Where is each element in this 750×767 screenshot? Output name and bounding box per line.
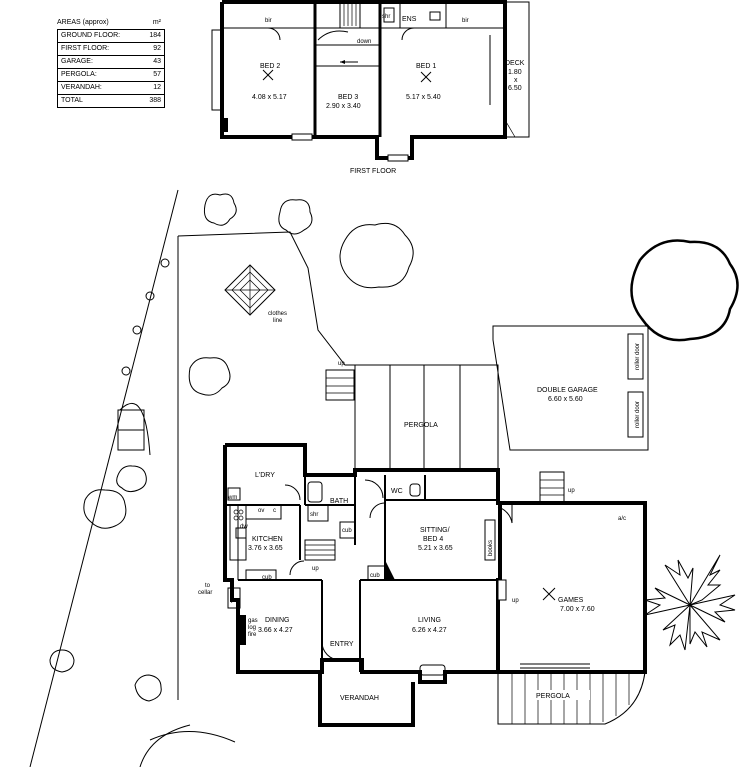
ens-label: ENS: [402, 16, 417, 23]
bed2-size: 4.08 x 5.17: [252, 94, 287, 101]
up-stairs-label: up: [312, 566, 319, 572]
shr-ground-label: shr: [310, 512, 318, 518]
to-label: to: [205, 583, 211, 589]
clothes-line-label-2: line: [273, 318, 283, 324]
deck-name: DECK: [505, 60, 525, 67]
areas-total-row: TOTAL 388: [57, 95, 165, 108]
games-size: 7.00 x 7.60: [560, 606, 595, 613]
cub-bath-label: cub: [342, 528, 352, 534]
first-floor-plan: bir shr ENS bir down BED 2 4.08 x 5.17 B…: [211, 0, 530, 175]
entry-label: ENTRY: [330, 641, 354, 648]
games-name: GAMES: [558, 597, 584, 604]
bir-left-label: bir: [265, 18, 272, 24]
deck-dim1: 1.80: [508, 69, 522, 76]
sitting-name: SITTING/: [420, 527, 450, 534]
bed3-size: 2.90 x 3.40: [326, 103, 361, 110]
area-label: PERGOLA:: [61, 71, 97, 78]
verandah-label: VERANDAH: [340, 695, 379, 702]
area-value: 43: [153, 58, 161, 65]
site-boundary: clothes line: [29, 189, 355, 767]
area-label: GROUND FLOOR:: [61, 32, 121, 39]
books-label: books: [488, 540, 494, 556]
fire-label: fire: [248, 632, 257, 638]
area-total-value: 388: [149, 97, 161, 104]
wc-label: WC: [391, 488, 403, 495]
cub-sitting-label: cub: [370, 573, 380, 579]
living-size: 6.26 x 4.27: [412, 627, 447, 634]
area-value: 92: [153, 45, 161, 52]
roller-door-2: roller door: [635, 401, 641, 428]
dining-name: DINING: [265, 617, 290, 624]
area-value: 184: [149, 32, 161, 39]
areas-row: GROUND FLOOR: 184: [58, 30, 164, 43]
areas-header: AREAS (approx) m²: [57, 17, 165, 29]
areas-row: GARAGE: 43: [58, 56, 164, 69]
log-label: log: [248, 625, 256, 631]
bed1-name: BED 1: [416, 63, 436, 70]
up-games-label: up: [512, 598, 519, 604]
gas-label: gas: [248, 618, 258, 624]
dining-size: 3.66 x 4.27: [258, 627, 293, 634]
garage-name: DOUBLE GARAGE: [537, 387, 598, 394]
areas-rows: GROUND FLOOR: 184 FIRST FLOOR: 92 GARAGE: 4…: [57, 29, 165, 95]
bath-label: BATH: [330, 498, 348, 505]
shr-label: shr: [382, 14, 390, 20]
c-label: c: [273, 508, 276, 514]
areas-unit: m²: [152, 19, 161, 26]
down-label: down: [357, 39, 371, 45]
dw-label: dw: [240, 524, 248, 530]
ac-label: a/c: [618, 516, 626, 522]
laundry-label: L'DRY: [255, 472, 275, 479]
area-value: 12: [153, 84, 161, 91]
wm-label: wm: [227, 495, 237, 501]
area-label: FIRST FLOOR:: [61, 45, 110, 52]
bed3-name: BED 3: [338, 94, 358, 101]
roller-door-1: roller door: [635, 343, 641, 370]
area-label: VERANDAH:: [61, 84, 102, 91]
bir-right-label: bir: [462, 18, 469, 24]
kitchen-name: KITCHEN: [252, 536, 283, 543]
areas-heading: AREAS (approx): [57, 19, 109, 26]
bed2-name: BED 2: [260, 63, 280, 70]
trees: [49, 193, 739, 702]
sitting-name2: BED 4: [423, 536, 443, 543]
area-value: 57: [153, 71, 161, 78]
kitchen-size: 3.76 x 3.65: [248, 545, 283, 552]
clothes-line-label-1: clothes: [268, 311, 287, 317]
garage-size: 6.60 x 5.60: [548, 396, 583, 403]
cellar-label: cellar: [198, 590, 212, 596]
areas-table: AREAS (approx) m² GROUND FLOOR: 184 FIRST…: [57, 17, 165, 108]
areas-row: PERGOLA: 57: [58, 69, 164, 82]
ground-floor-plan: PERGOLA up DOUBLE GARAGE 6.60 x 5.60 rol…: [198, 325, 649, 727]
deck-dim2: 6.50: [508, 85, 522, 92]
areas-row: VERANDAH: 12: [58, 82, 164, 94]
first-floor-title: FIRST FLOOR: [350, 168, 396, 175]
cub-kitchen-label: cub: [262, 575, 272, 581]
ov-label: ov: [258, 508, 264, 514]
areas-row: FIRST FLOOR: 92: [58, 43, 164, 56]
living-name: LIVING: [418, 617, 441, 624]
pergola-bottom-label: PERGOLA: [536, 693, 570, 700]
bed1-size: 5.17 x 5.40: [406, 94, 441, 101]
deck-x: x: [514, 77, 518, 84]
sitting-size: 5.21 x 3.65: [418, 545, 453, 552]
area-total-label: TOTAL: [61, 97, 83, 104]
pergola-top-label: PERGOLA: [404, 422, 438, 429]
up-garage-label: up: [568, 488, 575, 494]
p-label: P: [231, 599, 235, 605]
up-garden-label: up: [338, 361, 345, 367]
area-label: GARAGE:: [61, 58, 93, 65]
